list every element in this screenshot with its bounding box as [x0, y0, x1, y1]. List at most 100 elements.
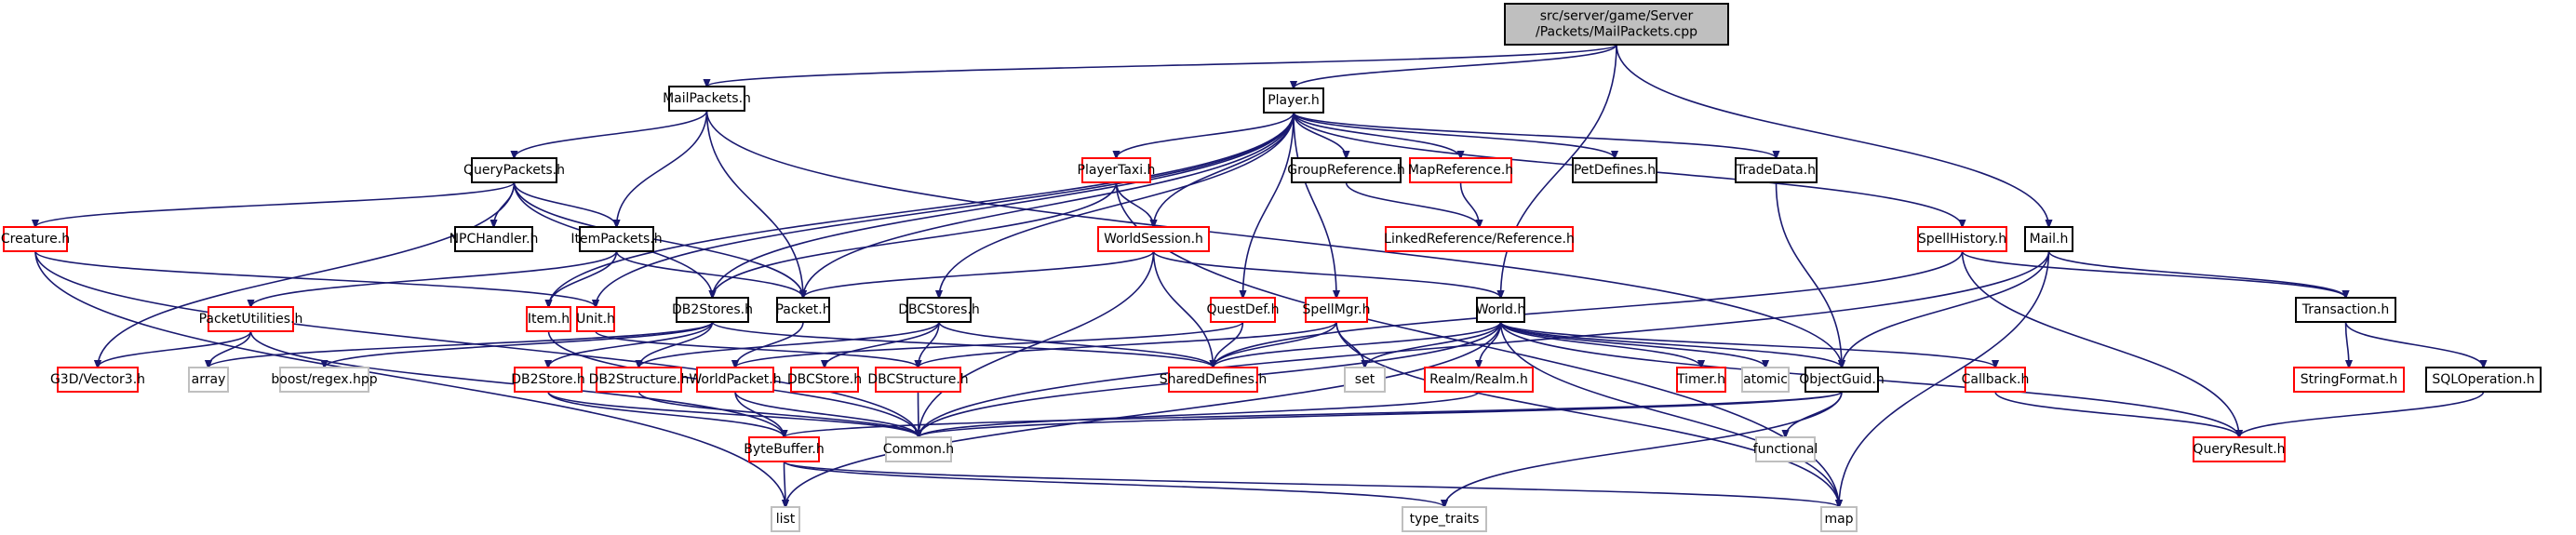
- node-objectguid[interactable]: ObjectGuid.h: [1799, 367, 1885, 393]
- node-box[interactable]: [790, 367, 859, 393]
- node-map[interactable]: map: [1820, 506, 1858, 532]
- node-item[interactable]: Item.h: [526, 306, 571, 332]
- node-box[interactable]: [471, 157, 557, 183]
- node-box[interactable]: [2295, 297, 2396, 323]
- node-queryresult[interactable]: QueryResult.h: [2193, 436, 2286, 462]
- node-questdef[interactable]: QuestDef.h: [1207, 297, 1280, 323]
- node-box[interactable]: [1210, 297, 1276, 323]
- node-box[interactable]: [776, 297, 830, 323]
- node-box[interactable]: [1168, 367, 1258, 393]
- node-box[interactable]: [1263, 87, 1324, 114]
- node-unit[interactable]: Unit.h: [576, 306, 615, 332]
- node-box[interactable]: [1097, 226, 1210, 252]
- node-box[interactable]: [885, 436, 952, 462]
- node-box[interactable]: [1741, 367, 1790, 393]
- node-box[interactable]: [1820, 506, 1858, 532]
- node-shareddefines[interactable]: SharedDefines.h: [1160, 367, 1268, 393]
- node-box[interactable]: [57, 367, 139, 393]
- node-tradedata[interactable]: TradeData.h: [1735, 157, 1818, 183]
- node-box[interactable]: [1476, 297, 1525, 323]
- node-box[interactable]: [3, 226, 68, 252]
- node-world[interactable]: World.h: [1476, 297, 1525, 323]
- node-box[interactable]: [748, 436, 820, 462]
- node-stringformat[interactable]: StringFormat.h: [2293, 367, 2405, 393]
- node-box[interactable]: [2193, 436, 2286, 462]
- node-sqloperation[interactable]: SQLOperation.h: [2425, 367, 2542, 393]
- node-box[interactable]: [2425, 367, 2542, 393]
- node-box[interactable]: [1424, 367, 1534, 393]
- node-db2stores[interactable]: DB2Stores.h: [672, 297, 753, 323]
- node-box[interactable]: [1965, 367, 2026, 393]
- node-box[interactable]: [1402, 506, 1487, 532]
- node-box[interactable]: [906, 297, 972, 323]
- node-dbcstore[interactable]: DBCStore.h: [787, 367, 862, 393]
- node-dbcstructure[interactable]: DBCStructure.h: [867, 367, 969, 393]
- node-itempackets[interactable]: ItemPackets.h: [570, 226, 663, 252]
- node-linkedreference[interactable]: LinkedReference/Reference.h: [1384, 226, 1575, 252]
- node-box[interactable]: [875, 367, 961, 393]
- node-groupreference[interactable]: GroupReference.h: [1287, 157, 1405, 183]
- node-box[interactable]: [1504, 3, 1729, 46]
- node-box[interactable]: [576, 306, 615, 332]
- node-box[interactable]: [596, 367, 682, 393]
- node-box[interactable]: [1409, 157, 1512, 183]
- node-list[interactable]: list: [771, 506, 800, 532]
- node-box[interactable]: [514, 367, 583, 393]
- node-box[interactable]: [1344, 367, 1386, 393]
- node-box[interactable]: [1081, 157, 1151, 183]
- node-array[interactable]: array: [188, 367, 229, 393]
- node-box[interactable]: [526, 306, 571, 332]
- node-functional[interactable]: functional: [1753, 436, 1818, 462]
- node-box[interactable]: [1735, 157, 1818, 183]
- node-box[interactable]: [696, 367, 774, 393]
- node-common[interactable]: Common.h: [883, 436, 954, 462]
- node-spellmgr[interactable]: SpellMgr.h: [1303, 297, 1371, 323]
- node-worldsession[interactable]: WorldSession.h: [1097, 226, 1210, 252]
- node-spellhistory[interactable]: SpellHistory.h: [1917, 226, 2007, 252]
- node-box[interactable]: [1291, 157, 1402, 183]
- node-box[interactable]: [668, 86, 745, 112]
- node-realm[interactable]: Realm/Realm.h: [1424, 367, 1534, 393]
- node-box[interactable]: [208, 306, 294, 332]
- node-box[interactable]: [188, 367, 229, 393]
- node-box[interactable]: [1755, 436, 1816, 462]
- node-packetutilities[interactable]: PacketUtilities.h: [199, 306, 303, 332]
- node-playertaxi[interactable]: PlayerTaxi.h: [1078, 157, 1156, 183]
- node-mailpackets[interactable]: MailPackets.h: [663, 86, 751, 112]
- node-type-traits[interactable]: type_traits: [1402, 506, 1487, 532]
- node-callback[interactable]: Callback.h: [1962, 367, 2030, 393]
- node-player[interactable]: Player.h: [1263, 87, 1324, 114]
- node-bytebuffer[interactable]: ByteBuffer.h: [744, 436, 825, 462]
- node-mapreference[interactable]: MapReference.h: [1408, 157, 1513, 183]
- node-box[interactable]: [771, 506, 800, 532]
- node-box[interactable]: [1305, 297, 1368, 323]
- node-box[interactable]: [1676, 367, 1726, 393]
- node-petdefines[interactable]: PetDefines.h: [1572, 157, 1657, 183]
- node-transaction[interactable]: Transaction.h: [2295, 297, 2396, 323]
- node-box[interactable]: [279, 367, 369, 393]
- node-box[interactable]: [1572, 157, 1657, 183]
- node-mail[interactable]: Mail.h: [2024, 226, 2073, 252]
- node-npchandler[interactable]: NPCHandler.h: [449, 226, 539, 252]
- node-box[interactable]: [1917, 226, 2007, 252]
- node-querypackets[interactable]: QueryPackets.h: [463, 157, 565, 183]
- node-box[interactable]: [454, 226, 533, 252]
- node-creature[interactable]: Creature.h: [1, 226, 70, 252]
- node-set[interactable]: set: [1344, 367, 1386, 393]
- node-root[interactable]: src/server/game/Server/Packets/MailPacke…: [1504, 3, 1729, 46]
- node-timer[interactable]: Timer.h: [1676, 367, 1726, 393]
- node-box[interactable]: [2024, 226, 2073, 252]
- node-box[interactable]: [579, 226, 654, 252]
- node-g3dvector3[interactable]: G3D/Vector3.h: [50, 367, 145, 393]
- node-atomic[interactable]: atomic: [1741, 367, 1790, 393]
- node-box[interactable]: [1385, 226, 1574, 252]
- node-box[interactable]: [676, 297, 749, 323]
- node-box[interactable]: [1805, 367, 1879, 393]
- node-boostregex[interactable]: boost/regex.hpp: [271, 367, 378, 393]
- node-db2store[interactable]: DB2Store.h: [511, 367, 585, 393]
- node-db2structure[interactable]: DB2Structure.h: [589, 367, 690, 393]
- node-box[interactable]: [2293, 367, 2405, 393]
- node-dbcstores[interactable]: DBCStores.h: [898, 297, 980, 323]
- node-packet[interactable]: Packet.h: [775, 297, 831, 323]
- node-worldpacket[interactable]: WorldPacket.h: [689, 367, 782, 393]
